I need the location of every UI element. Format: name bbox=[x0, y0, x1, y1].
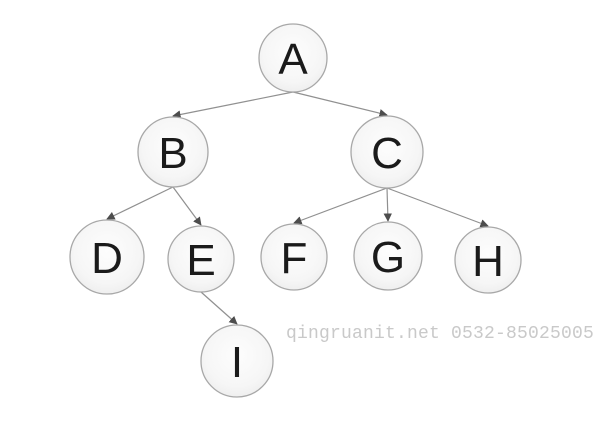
node-label-E: E bbox=[186, 236, 215, 285]
node-label-A: A bbox=[278, 35, 308, 84]
node-label-I: I bbox=[231, 338, 243, 387]
node-label-G: G bbox=[371, 233, 405, 282]
node-circle-C bbox=[350, 115, 424, 189]
node-circle-G bbox=[353, 221, 423, 291]
node-H: H bbox=[454, 226, 522, 294]
node-label-C: C bbox=[371, 129, 403, 178]
node-C: C bbox=[350, 115, 424, 189]
node-circle-H bbox=[454, 226, 522, 294]
edge-B-E bbox=[172, 186, 202, 226]
node-circle-A bbox=[258, 23, 328, 93]
edge-C-F bbox=[293, 187, 388, 225]
edge-C-G bbox=[383, 187, 392, 222]
edge-A-C bbox=[292, 91, 388, 118]
node-circle-E bbox=[167, 225, 235, 293]
node-circle-D bbox=[69, 219, 145, 295]
node-E: E bbox=[167, 225, 235, 293]
node-I: I bbox=[200, 324, 274, 398]
node-circle-B bbox=[137, 116, 209, 188]
node-circle-I bbox=[200, 324, 274, 398]
node-D: D bbox=[69, 219, 145, 295]
node-label-B: B bbox=[158, 129, 187, 178]
edge-A-B bbox=[172, 91, 294, 119]
node-G: G bbox=[353, 221, 423, 291]
edges-layer bbox=[106, 91, 489, 325]
edge-B-D bbox=[106, 186, 174, 220]
node-circle-F bbox=[260, 223, 328, 291]
node-F: F bbox=[260, 223, 328, 291]
node-label-H: H bbox=[472, 237, 504, 286]
node-B: B bbox=[137, 116, 209, 188]
edge-C-H bbox=[386, 187, 489, 228]
node-label-F: F bbox=[281, 234, 308, 283]
nodes-layer: A B C D E F G H I bbox=[69, 23, 522, 398]
edge-E-I bbox=[200, 291, 238, 325]
node-A: A bbox=[258, 23, 328, 93]
node-label-D: D bbox=[91, 234, 123, 283]
watermark-text: qingruanit.net 0532-85025005 bbox=[286, 324, 594, 344]
